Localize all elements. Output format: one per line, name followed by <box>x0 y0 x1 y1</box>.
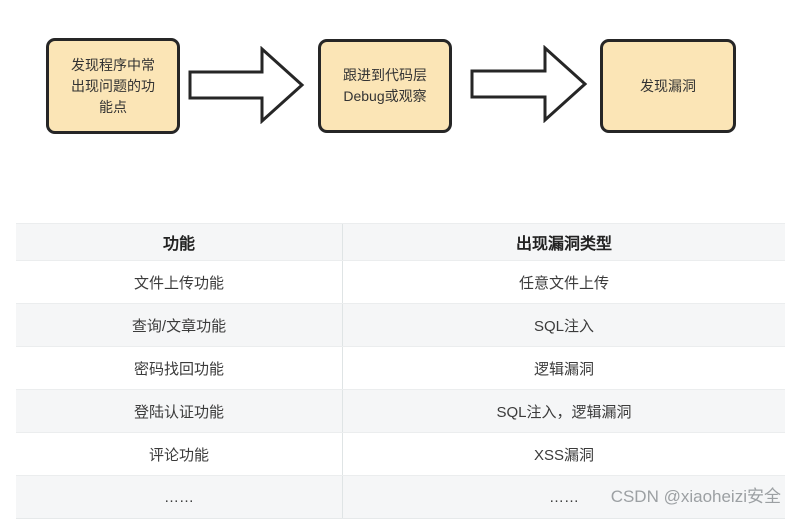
cell-vuln-type: SQL注入，逻辑漏洞 <box>342 390 785 432</box>
cell-function: 评论功能 <box>148 446 209 464</box>
flow-step-label: 发现程序中常 出现问题的功 能点 <box>71 56 155 115</box>
arrow-right-icon <box>470 45 588 123</box>
cell-vuln-type: 任意文件上传 <box>342 261 785 303</box>
flow-step-find-vulnerability: 发现漏洞 <box>600 39 736 133</box>
column-header-vuln-type: 出现漏洞类型 <box>342 224 785 260</box>
table-header-row: 功能 出现漏洞类型 <box>16 224 785 260</box>
vulnerability-discovery-flowchart: 发现程序中常 出现问题的功 能点 跟进到代码层 Debug或观察 发现漏洞 <box>0 0 785 224</box>
cell-vuln-type: SQL注入 <box>342 304 785 346</box>
cell-vuln-type: 逻辑漏洞 <box>342 347 785 389</box>
arrow-right-icon <box>188 46 305 124</box>
cell-function: 文件上传功能 <box>133 274 224 292</box>
cell-function: 密码找回功能 <box>133 360 224 378</box>
cell-function: 查询/文章功能 <box>131 317 227 335</box>
cell-vuln-type: XSS漏洞 <box>342 433 785 475</box>
flow-step-label: 跟进到代码层 Debug或观察 <box>343 67 427 104</box>
flow-step-debug-code: 跟进到代码层 Debug或观察 <box>318 39 452 133</box>
flow-step-problem-functions: 发现程序中常 出现问题的功 能点 <box>46 38 180 134</box>
cell-function: 登陆认证功能 <box>133 403 224 421</box>
table-row: 登陆认证功能 SQL注入，逻辑漏洞 <box>16 389 785 432</box>
column-header-function: 功能 <box>162 236 195 253</box>
table-row: 文件上传功能 任意文件上传 <box>16 260 785 303</box>
vulnerability-type-table: 功能 出现漏洞类型 文件上传功能 任意文件上传 查询/文章功能 SQL注入 密码… <box>16 223 785 519</box>
table-row: 密码找回功能 逻辑漏洞 <box>16 346 785 389</box>
table-row: 评论功能 XSS漏洞 <box>16 432 785 475</box>
flow-step-label: 发现漏洞 <box>640 77 696 94</box>
table-row: …… …… <box>16 475 785 518</box>
cell-vuln-type: …… <box>342 476 785 518</box>
table-row: 查询/文章功能 SQL注入 <box>16 303 785 346</box>
cell-function: …… <box>164 488 194 506</box>
